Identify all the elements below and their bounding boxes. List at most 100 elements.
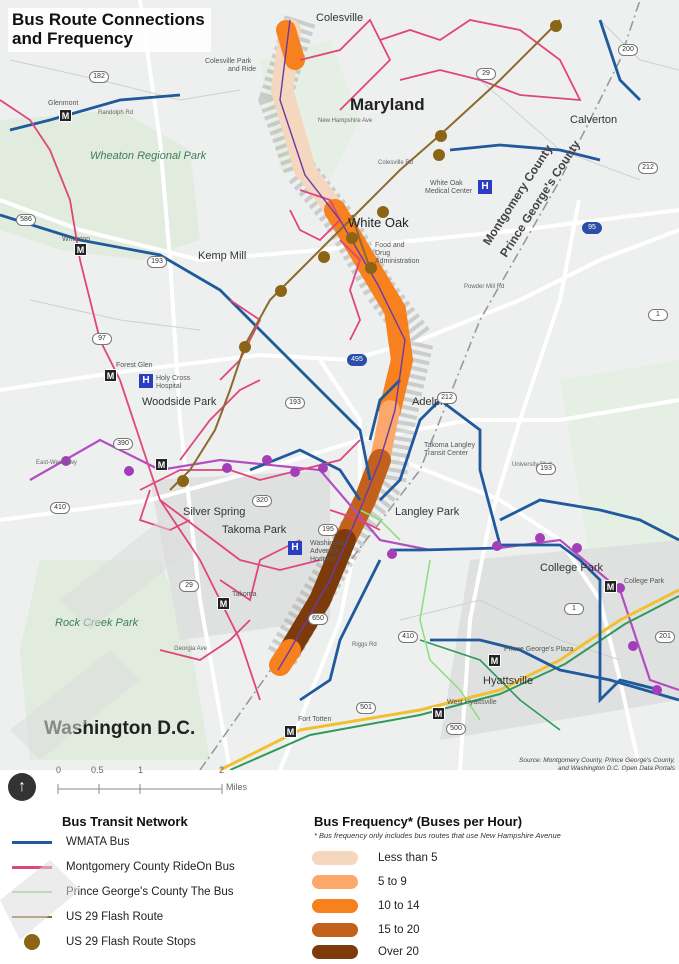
metro-station-icon-glenmont: M	[59, 109, 72, 122]
route-shield-501: 501	[356, 702, 376, 714]
legend-freq-swatch-over20	[312, 945, 358, 959]
source-line-1: Source: Montgomery County, Prince George…	[519, 757, 675, 764]
label-white-oak: White Oak	[348, 215, 409, 230]
source-line-2: and Washington D.C. Open Data Portals	[558, 765, 675, 772]
metro-station-icon-pg-plaza: M	[488, 654, 501, 667]
label-randolph-rd: Randolph Rd	[98, 110, 134, 116]
label-hyattsville: Hyattsville	[483, 675, 534, 687]
metro-station-icon-takoma: M	[217, 597, 230, 610]
map-title: Bus Route Connections and Frequency	[8, 8, 211, 52]
legend-freq-swatch-lt5	[312, 851, 358, 865]
route-shield-500: 500	[446, 723, 466, 735]
route-shield-495: 495	[347, 354, 367, 366]
label-calverton: Calverton	[570, 114, 618, 126]
legend-label-wmata: WMATA Bus	[66, 836, 130, 848]
route-shield-193-west: 193	[147, 256, 167, 268]
map-title-line-1: Bus Route Connections	[12, 10, 205, 29]
label-riggs-rd: Riggs Rd	[352, 642, 377, 648]
route-shield-97: 97	[92, 333, 112, 345]
label-powder-mill-rd: Powder Mill Rd	[464, 284, 505, 290]
label-college-park-station: College Park	[624, 578, 665, 585]
legend-freq-swatch-15to20	[312, 923, 358, 937]
wheaton-regional-park-area	[0, 110, 200, 260]
label-white-oak-medical-1: White Oak	[430, 180, 463, 187]
label-white-oak-medical-2: Medical Center	[425, 188, 473, 195]
label-glenmont: Glenmont	[48, 100, 79, 107]
legend-freq-item-over20: Over 20	[312, 940, 419, 964]
route-shield-29-north: 29	[476, 68, 496, 80]
label-washington-adventist-3: Hospital	[310, 556, 336, 563]
map: Bus Route Connections and Frequency Cole…	[0, 0, 679, 770]
metro-station-icon-wheaton: M	[74, 243, 87, 256]
label-langley-transit-2: Transit Center	[424, 450, 469, 457]
purple-line-stations	[61, 455, 662, 695]
label-washington-adventist-2: Adventist	[310, 548, 339, 555]
hospital-icon-holy-cross: H	[139, 374, 153, 388]
label-rock-creek-park: Rock Creek Park	[55, 617, 139, 629]
label-colesville-rd: Colesville Rd	[378, 160, 414, 166]
legend-freq-item-10to14: 10 to 14	[312, 894, 420, 918]
legend-freq-swatch-10to14	[312, 899, 358, 913]
purple-line	[29, 438, 679, 692]
route-shield-212-adelphi: 212	[437, 392, 457, 404]
scale-tick-0-5: 0.5	[91, 765, 104, 775]
legend-swatch-flash	[12, 916, 52, 918]
legend-label-thebus: Prince George's County The Bus	[66, 886, 234, 898]
yellow-line	[219, 588, 679, 770]
route-shield-1-south: 1	[564, 603, 584, 615]
label-west-hyattsville: West Hyattsville	[447, 699, 497, 706]
route-shield-650: 650	[308, 613, 328, 625]
route-shield-390: 390	[113, 438, 133, 450]
label-fort-totten: Fort Totten	[298, 716, 332, 723]
route-shield-410-east: 410	[398, 631, 418, 643]
label-holy-cross-1: Holy Cross	[156, 375, 191, 382]
legend-freq-label-15to20: 15 to 20	[378, 924, 420, 936]
flash-route-stops	[177, 20, 562, 487]
route-shield-320: 320	[252, 495, 272, 507]
pg-thebus-route-b	[359, 509, 401, 541]
wmata-bus-routes	[0, 19, 679, 704]
metro-station-icon-college-park: M	[604, 580, 617, 593]
legend-swatch-rideon	[12, 865, 52, 869]
map-title-line-2: and Frequency	[12, 29, 133, 48]
label-washington-adventist-1: Washington	[310, 540, 347, 547]
legend-item-rideon: Montgomery County RideOn Bus	[12, 855, 235, 879]
hospital-icon-adventist: H	[288, 541, 302, 555]
label-forest-glen: Forest Glen	[116, 362, 153, 369]
label-wheaton: Wheaton	[62, 236, 91, 243]
label-fda-2: Drug	[375, 250, 391, 257]
label-fda-1: Food and	[375, 242, 405, 249]
label-colesville-park-ride-2: and Ride	[228, 66, 257, 73]
label-university-blvd: University Blvd	[512, 462, 552, 468]
nh-ave-route-line	[277, 19, 406, 671]
scale-tick-1: 1	[138, 765, 144, 775]
label-pg-plaza: Prince George's Plaza	[504, 646, 574, 653]
legend-swatch-flash-stops	[24, 934, 40, 950]
rideon-bus-routes	[0, 18, 582, 701]
map-source-note: Source: Montgomery County, Prince George…	[519, 757, 675, 773]
legend-item-flash: US 29 Flash Route	[12, 905, 163, 929]
scale-tick-0: 0	[56, 765, 62, 775]
legend-item-flash-stops: US 29 Flash Route Stops	[12, 930, 196, 954]
scale-bar-graphic	[57, 784, 223, 794]
label-colesville: Colesville	[316, 12, 364, 24]
legend-freq-label-over20: Over 20	[378, 946, 419, 958]
label-new-hampshire-ave: New Hampshire Ave	[318, 118, 373, 124]
green-line-branch	[419, 639, 561, 731]
route-shield-212-east: 212	[638, 162, 658, 174]
label-holy-cross-2: Hospital	[156, 383, 182, 390]
legend-frequency-heading: Bus Frequency* (Buses per Hour)	[314, 814, 523, 829]
scale-bar: ↑ 0 0.5 1 2 Miles	[8, 765, 268, 805]
legend-item-wmata: WMATA Bus	[12, 830, 129, 854]
route-shield-182: 182	[89, 71, 109, 83]
label-fda-3: Administration	[375, 258, 420, 265]
legend-network-heading: Bus Transit Network	[62, 814, 188, 829]
legend-freq-label-10to14: 10 to 14	[378, 900, 420, 912]
label-langley-transit-1: Takoma Langley	[424, 442, 475, 449]
label-silver-spring: Silver Spring	[183, 506, 246, 518]
freq-band-10-to-14	[324, 199, 414, 421]
legend-freq-item-lt5: Less than 5	[312, 846, 437, 870]
legend-frequency-note: * Bus frequency only includes bus routes…	[314, 831, 561, 840]
metro-station-icon-forest-glen: M	[104, 369, 117, 382]
legend-freq-item-5to9: 5 to 9	[312, 870, 407, 894]
